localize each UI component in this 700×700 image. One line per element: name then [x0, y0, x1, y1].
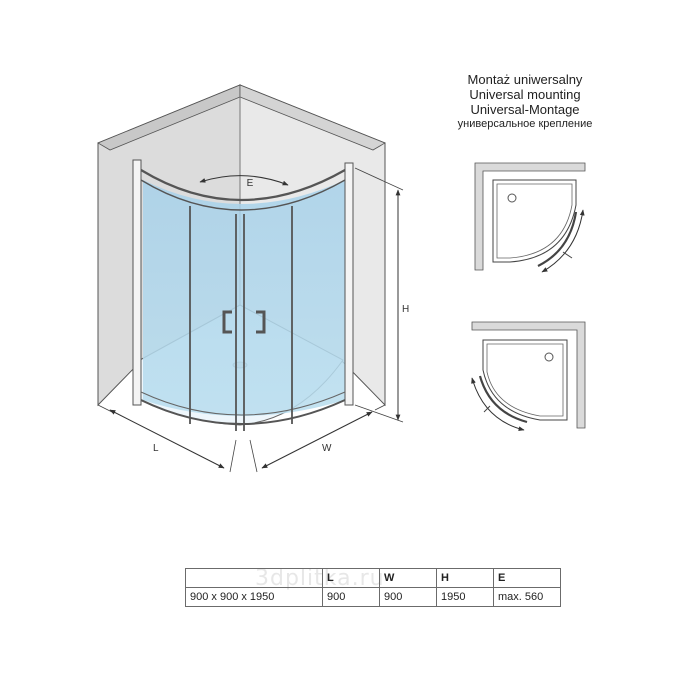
top-rail-inner [140, 179, 346, 211]
mounting-title-ru: универсальное крепление [457, 118, 593, 130]
spec-cell-w: 900 [379, 587, 437, 607]
spec-cell-size: 900 x 900 x 1950 [185, 587, 323, 607]
bottom-rail-inner [140, 391, 346, 416]
spec-cell-e: max. 560 [493, 587, 561, 607]
dimension-w-label: W [322, 443, 332, 454]
right-wall-profile [344, 162, 354, 406]
dimension-l-label: L [153, 443, 159, 454]
spec-table: L W H E 900 x 900 x 1950 900 900 1950 ma… [185, 568, 561, 607]
spec-cell-l: 900 [322, 587, 380, 607]
spec-header-w: W [379, 568, 437, 588]
left-wall-profile [132, 159, 142, 406]
spec-header-l: L [322, 568, 380, 588]
dimension-e-arc [199, 175, 289, 186]
spec-header-e: E [493, 568, 561, 588]
left-handle-icon [222, 310, 232, 334]
wall-top-right [239, 84, 386, 151]
table-row: 900 x 900 x 1950 900 900 1950 max. 560 [185, 587, 561, 607]
dimension-w [249, 404, 386, 473]
spec-table-header-row: L W H E [185, 568, 561, 588]
dimension-h-label: H [402, 304, 409, 315]
spec-header-model [185, 568, 323, 588]
mounting-plan-left [471, 321, 586, 432]
spec-header-h: H [436, 568, 494, 588]
spec-cell-h: 1950 [436, 587, 494, 607]
dimension-h [354, 167, 404, 423]
mounting-title-de: Universal-Montage [470, 102, 580, 117]
mounting-title-en: Universal mounting [469, 87, 581, 102]
dimension-e-label: E [247, 178, 254, 189]
top-rail [140, 169, 346, 202]
door-handles [222, 310, 266, 334]
mounting-plan-right [474, 162, 586, 273]
mounting-title-block: Montaż uniwersalny Universal mounting Un… [420, 72, 630, 132]
dimension-l [97, 404, 237, 473]
right-handle-icon [256, 310, 266, 334]
mounting-title-pl: Montaż uniwersalny [467, 72, 583, 87]
